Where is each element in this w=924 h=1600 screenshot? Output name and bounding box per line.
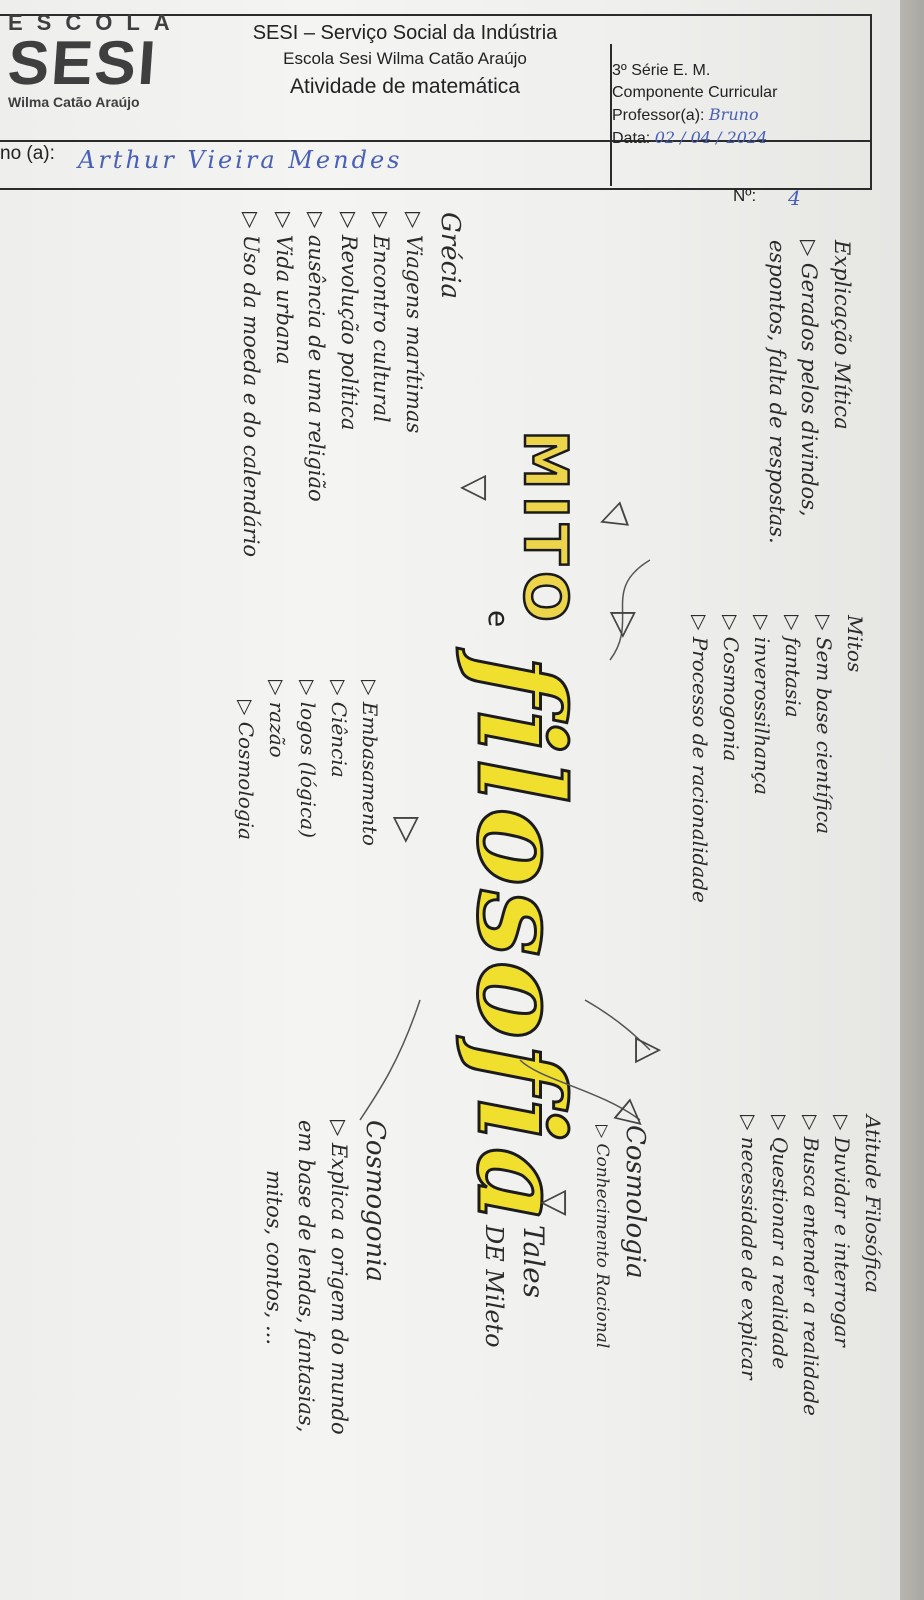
- student-label: no (a):: [0, 143, 55, 164]
- arrow-icon: ▷: [460, 471, 487, 509]
- date-row: Data: 02 / 04 / 2024: [612, 127, 777, 150]
- arrow-icon: ▷: [606, 611, 645, 639]
- teacher-label: Professor(a):: [612, 107, 705, 124]
- institution-title: SESI – Serviço Social da Indústria: [252, 22, 558, 44]
- mind-map-connectors: [359, 559, 651, 1121]
- number-value: 4: [788, 186, 801, 210]
- arrow-icon: ▷: [540, 1186, 567, 1224]
- school-name: Escola Sesi Wilma Catão Araújo: [283, 49, 527, 68]
- worksheet-page: ESCOLA SESI Wilma Catão Araújo SESI – Se…: [0, 0, 900, 1600]
- header-column-divider: [610, 44, 612, 186]
- sesi-logo: ESCOLA SESI Wilma Catão Araújo: [6, 10, 184, 110]
- header-right: 3º Série E. M. Componente Curricular Pro…: [612, 60, 777, 150]
- header-divider: [0, 140, 870, 142]
- arrow-icon: ▷: [635, 1029, 662, 1067]
- date-label: Data:: [612, 130, 651, 147]
- logo-escola-text: ESCOLA: [8, 10, 184, 35]
- teacher-row: Professor(a): Bruno: [612, 104, 777, 127]
- date-value: 02 / 04 / 2024: [654, 128, 768, 147]
- student-name: Arthur Vieira Mendes: [78, 146, 403, 174]
- logo-school-text: Wilma Catão Araújo: [8, 94, 140, 110]
- component-label: Componente Curricular: [612, 84, 778, 101]
- activity-title: Atividade de matemática: [290, 75, 520, 98]
- number-label: Nº:: [733, 186, 757, 205]
- arrow-icon: ▷: [389, 816, 428, 844]
- header-frame: [0, 14, 872, 190]
- table-surface: [900, 0, 924, 1600]
- grade-label: 3º Série E. M.: [612, 62, 711, 79]
- header-center: SESI – Serviço Social da Indústria Escol…: [225, 22, 585, 99]
- teacher-value: Bruno: [708, 105, 759, 124]
